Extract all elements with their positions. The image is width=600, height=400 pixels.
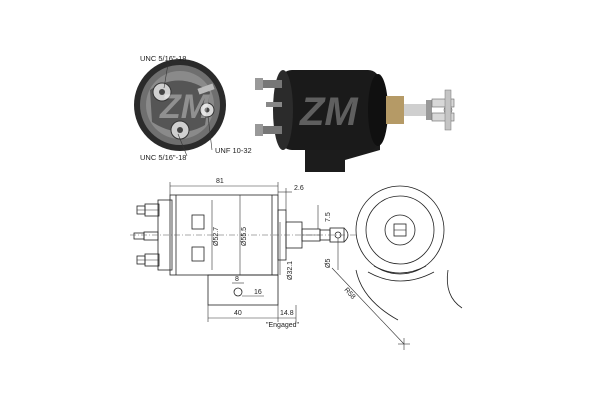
- dim-engaged-note: "Engaged": [266, 322, 300, 329]
- label-unf: UNF 10-32: [215, 146, 252, 155]
- dim-eye-height: 7.5: [325, 212, 332, 222]
- side-profile-dimensions: 81 2.6 Ø52.7 Ø55.5 Ø32.1 7.5 Ø5 8 16 40: [169, 178, 339, 329]
- dim-radius: R58: [343, 287, 357, 301]
- logo-watermark-left: ZM: [159, 88, 210, 126]
- dim-bracket-width: 8: [235, 276, 239, 283]
- dim-inner-dia: Ø55.5: [241, 227, 248, 246]
- dim-eye-dia: Ø5: [325, 259, 332, 268]
- solenoid-side-photo: ZM: [255, 70, 455, 172]
- dim-overall-length: 81: [216, 178, 224, 185]
- dim-body-dia: Ø52.7: [213, 227, 220, 246]
- terminal-stud-bottom: [170, 120, 190, 140]
- end-view-drawing: R58: [331, 185, 463, 350]
- terminal-end-photo: ZM: [134, 59, 226, 151]
- stud-mid-drawing: [133, 231, 159, 241]
- logo-watermark-right: ZM: [299, 90, 359, 134]
- dim-shaft-dia: Ø32.1: [287, 261, 294, 280]
- terminal-stud-top: [152, 82, 172, 102]
- dim-engaged-length: 14.8: [280, 310, 294, 317]
- terminal-stud-right: [199, 102, 215, 118]
- dim-bracket-offset: 16: [254, 289, 262, 296]
- label-unc-top: UNC 5/16"-18: [140, 54, 186, 63]
- dim-base-length: 40: [234, 310, 242, 317]
- stud-bottom-drawing: [136, 253, 160, 267]
- thread-callouts: UNC 5/16"-18 UNC 5/16"-18 UNF 10-32: [140, 54, 252, 162]
- stud-top-drawing: [136, 203, 160, 217]
- side-profile-drawing: [130, 194, 356, 306]
- dim-plunger-offset: 2.6: [294, 185, 304, 192]
- label-unc-bottom: UNC 5/16"-18: [140, 153, 186, 162]
